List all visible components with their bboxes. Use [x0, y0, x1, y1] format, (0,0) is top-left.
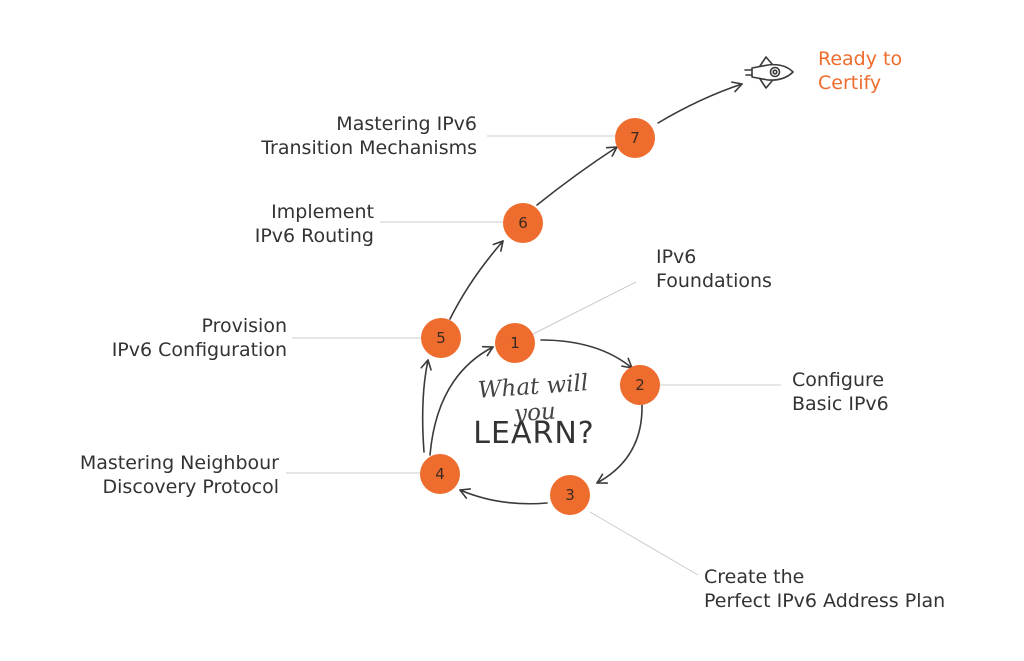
step-label-6: Implement IPv6 Routing: [255, 200, 374, 248]
step-label-6-line2: IPv6 Routing: [254, 225, 374, 247]
connector-step-3: [589, 511, 699, 576]
arrow-4-to-1: [429, 345, 494, 456]
step-circle-6: 6: [503, 203, 543, 243]
step-circle-3: 3: [550, 475, 590, 515]
goal-label-line1: Ready to: [818, 48, 903, 70]
connector-lines: [286, 135, 781, 576]
connector-step-1: [532, 281, 637, 335]
goal-label-line2: Certify: [818, 72, 882, 94]
step-label-1-line2: Foundations: [656, 270, 772, 292]
step-label-2-line2: Basic IPv6: [792, 393, 889, 415]
step-label-2-line1: Configure: [792, 369, 885, 391]
arrow-1-to-2: [540, 339, 633, 369]
step-circle-5: 5: [421, 318, 461, 358]
arrow-2-to-3: [596, 404, 643, 484]
arrow-7-to-goal: [657, 81, 743, 124]
step-circle-4: 4: [420, 454, 460, 494]
step-label-1: IPv6 Foundations: [656, 245, 772, 293]
arrow-6-to-7: [536, 146, 618, 206]
step-label-7-line1: Mastering IPv6: [336, 113, 477, 135]
step-circle-1: 1: [495, 323, 535, 363]
step-label-4-line2: Discovery Protocol: [102, 476, 279, 498]
step-label-3-line2: Perfect IPv6 Address Plan: [704, 590, 946, 612]
arrow-4-to-5: [420, 359, 432, 453]
step-label-6-line1: Implement: [271, 201, 374, 223]
step-label-4: Mastering Neighbour Discovery Protocol: [80, 451, 279, 499]
step-label-2: Configure Basic IPv6: [792, 368, 889, 416]
step-label-5-line1: Provision: [201, 315, 287, 337]
step-label-1-line1: IPv6: [656, 246, 697, 268]
step-label-5: Provision IPv6 Configuration: [112, 314, 287, 362]
step-label-7-line2: Transition Mechanisms: [261, 137, 477, 159]
path-arrows: [420, 81, 743, 505]
step-label-3-line1: Create the: [704, 566, 805, 588]
center-title: LEARN?: [473, 416, 595, 451]
step-label-4-line1: Mastering Neighbour: [79, 452, 279, 474]
rocket-icon: [744, 56, 794, 89]
arrow-3-to-4: [459, 488, 548, 505]
step-label-7: Mastering IPv6 Transition Mechanisms: [261, 112, 477, 160]
step-label-5-line2: IPv6 Configuration: [111, 339, 287, 361]
step-label-3: Create the Perfect IPv6 Address Plan: [704, 565, 945, 613]
step-circle-2: 2: [620, 365, 660, 405]
step-circle-7: 7: [615, 118, 655, 158]
goal-label: Ready to Certify: [818, 47, 902, 95]
arrow-5-to-6: [449, 240, 504, 320]
